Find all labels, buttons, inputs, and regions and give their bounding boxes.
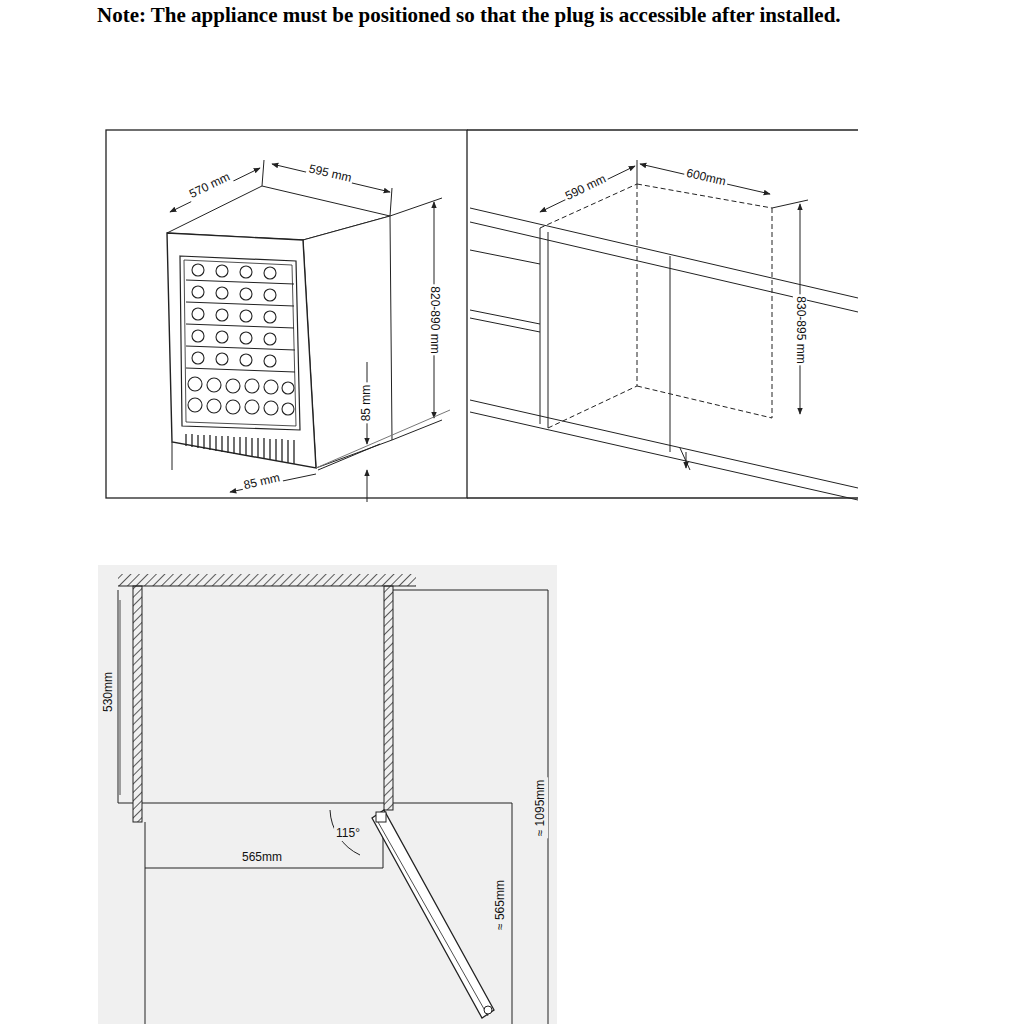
dimension-label: ≈ 565mm [494, 878, 508, 932]
angle-label: 115° [334, 827, 362, 841]
wine-cooler-figure [167, 186, 392, 468]
dimension-label: 565mm [240, 851, 284, 865]
dimension-label: 830-895 mm [793, 294, 807, 365]
note-text: Note: The appliance must be positioned s… [97, 0, 877, 31]
cabinet-opening [470, 160, 858, 500]
dimension-label: 600mm [683, 166, 729, 189]
dimension-label: 595 mm [305, 162, 354, 186]
dimension-label: 570 mm [186, 169, 235, 202]
dimension-label: 85 mm [241, 471, 284, 494]
dimension-label: ≈ 1095mm [534, 778, 548, 839]
dimension-label: 85 mm [360, 383, 374, 424]
panel-frame [106, 130, 467, 498]
dimension-label: 530mm [102, 670, 116, 714]
top-view-plan [98, 565, 557, 1024]
dimension-label: 820-890 mm [427, 284, 441, 355]
dimension-lines [170, 160, 450, 502]
dimension-label: 590 mm [562, 171, 611, 204]
